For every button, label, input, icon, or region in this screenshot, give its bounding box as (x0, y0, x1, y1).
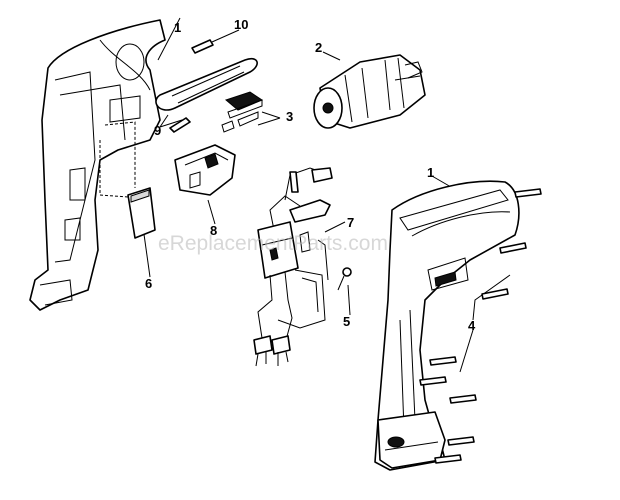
callout-screw: 5 (343, 314, 350, 329)
left-housing-half (29, 19, 166, 311)
callout-pin: 10 (234, 17, 248, 32)
callout-lever: 9 (154, 123, 161, 138)
callout-switch-wiring: 7 (347, 215, 354, 230)
right-housing-half (374, 180, 520, 471)
callout-motor: 2 (315, 40, 322, 55)
callout-switch-parts: 3 (286, 109, 293, 124)
switch-wiring-part (253, 167, 333, 367)
small-screw-part (337, 267, 352, 291)
callout-button: 6 (145, 276, 152, 291)
callout-housing-right: 1 (427, 165, 434, 180)
motor-part (313, 54, 426, 129)
switch-parts (221, 91, 264, 133)
watermark: eReplacementParts.com (158, 232, 388, 255)
pin-part (191, 39, 214, 54)
callout-screws: 4 (468, 318, 476, 333)
callout-housing-left: 1 (174, 20, 181, 35)
lever-part (155, 57, 258, 133)
button-part (127, 187, 156, 239)
switch-cover-part (174, 144, 236, 196)
housing-screws (419, 188, 542, 464)
callout-switch-cover: 8 (210, 223, 217, 238)
